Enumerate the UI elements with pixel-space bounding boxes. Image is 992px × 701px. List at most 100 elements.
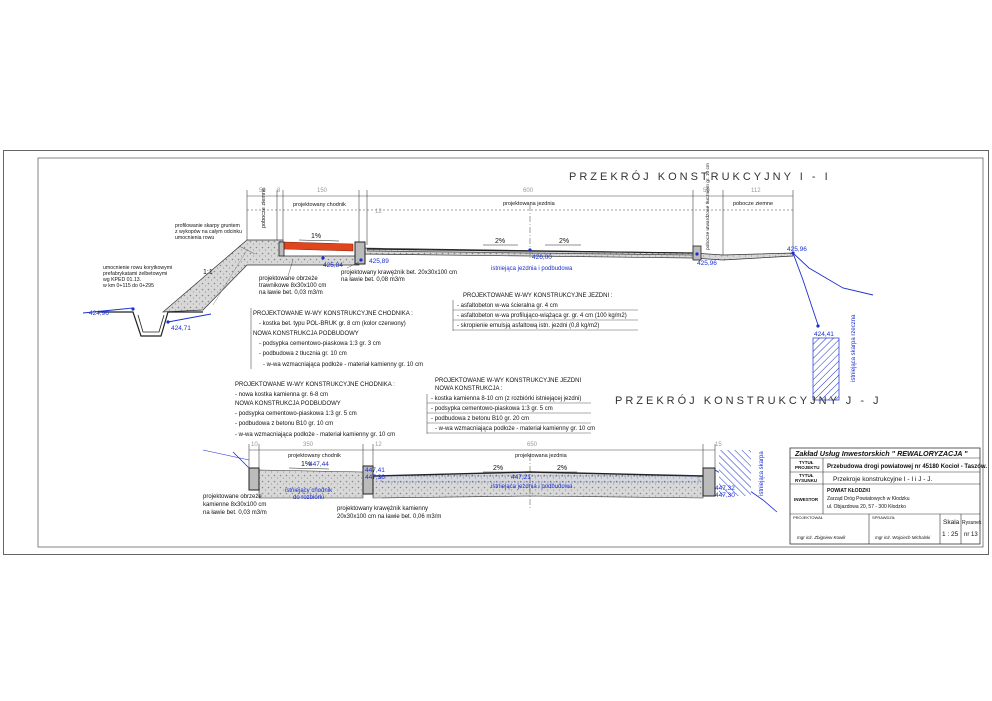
pct-ii-right: 2% (559, 238, 569, 245)
dim-jj-4: 650 (527, 442, 538, 448)
dim-jj-5: 15 (715, 442, 722, 448)
section-ii-title: PRZEKRÓJ KONSTRUKCYJNY I - I (569, 170, 831, 183)
dim-ii-5: 600 (523, 188, 534, 194)
hatched-bank-jj (719, 450, 751, 496)
tb-inwestor-label: INWESTOR (794, 497, 819, 502)
level-jj-4: 447,21 (511, 474, 531, 481)
dim-jj-1: 10 (251, 442, 258, 448)
spec-jj-jezdnia-1: - kostka kamienna 8-10 cm (z rozbiórki i… (431, 396, 581, 402)
tb-projektowal: mgr inż. Zbigniew Kowik (797, 535, 846, 540)
pct-jj-right: 2% (557, 465, 567, 472)
note-ii-umocnienie-4: w km 0+115 do 0+295 (103, 283, 154, 289)
dim-ii-7: 112 (751, 188, 761, 194)
tb-company: Zakład Usług Inwestorskich " REWALORYZAC… (794, 449, 968, 458)
note-ii-profilowanie-1: profilowanie skarpy gruntem (175, 223, 240, 229)
dim-ii-6: 50 (703, 188, 710, 194)
note-ii-istn-jezdnia: istniejąca jezdnia i podbudowa (491, 266, 573, 272)
spec-jj-jezdnia-2: - podsypka cementowo-piaskowa 1:3 gr. 5 … (431, 406, 553, 412)
note-jj-obrzeze-2: kamienne 8x30x100 cm (203, 502, 266, 508)
note-jj-istn-chodnik-1: istniejący chodnik (285, 488, 333, 494)
level-jj-6: 447,30 (715, 492, 735, 499)
level-jj-2: 447,41 (365, 467, 385, 474)
label-jj-chodnik: projektowany chodnik (288, 453, 341, 459)
spec-jj-jezdnia-subtitle: NOWA KONSTRUKCJA : (435, 386, 503, 392)
tb-skala: 1 : 25 (942, 531, 959, 538)
tb-sprawdzil-label: SPRAWDZIŁ (872, 515, 896, 520)
dim-ii-2: 8 (277, 188, 281, 194)
note-ii-obrzeze-2: trawnikowe 8x30x100 cm (259, 283, 326, 289)
spec-jj-chodnik-3: - podsypka cementowo-piaskowa 1:3 gr. 5 … (235, 411, 357, 417)
dim-jj-3: 12 (375, 442, 382, 448)
dim-jj-2: 350 (303, 442, 314, 448)
note-ii-obrzeze-3: na ławie bet. 0,03 m3/m (259, 290, 323, 296)
level-ii-4: 425,89 (369, 258, 389, 265)
level-ii-5: 426,00 (532, 254, 552, 261)
note-ii-kraweznik-1: projektowany krawężnik bet. 20x30x100 cm (341, 270, 457, 276)
level-ii-6: 425,96 (697, 260, 717, 267)
note-jj-kraweznik-2: 20x30x100 cm na ławie bet. 0,06 m3/m (337, 514, 441, 520)
spec-chodnik-ii: PROJEKTOWANE W-WY KONSTRUKCYJNE CHODNIKA… (250, 308, 423, 369)
note-ii-umocnienie-1: umocnienie rowu korytkowymi (103, 265, 172, 271)
dim-ii-3: 150 (317, 188, 328, 194)
tb-tytul-projektu-label-1: TYTUŁ (799, 460, 814, 465)
level-ii-2: 424,71 (171, 325, 191, 332)
note-ii-profilowanie-2: z wykopów na całym odcinku (175, 229, 242, 235)
spec-jj-chodnik-1: - nowa kostka kamienna gr. 6-8 cm (235, 392, 328, 398)
label-ii-pobocze-left: pobocze ziemne (261, 188, 267, 228)
note-ii-slope: 1:1 (203, 269, 213, 276)
spec-jj-chodnik-5: - w-wa wzmacniająca podłoże - materiał k… (235, 432, 395, 438)
spec-jezdnia-jj: PROJEKTOWANE W-WY KONSTRUKCYJNE JEZDNI N… (426, 378, 595, 434)
spec-ii-jezdnia-3: - skropienie emulsją asfaltową istn. jez… (457, 323, 599, 329)
tb-rysunek-label: Rysunek (962, 520, 982, 526)
spec-jj-jezdnia-title: PROJEKTOWANE W-WY KONSTRUKCYJNE JEZDNI (435, 378, 581, 384)
drawing-sheet: PRZEKRÓJ KONSTRUKCYJNY I - I 50 8 150 12… (3, 150, 989, 555)
dim-ii-1: 50 (259, 188, 266, 194)
spec-ii-chodnik-4: - podbudowa z tłucznia gr. 10 cm (259, 351, 347, 357)
spec-ii-chodnik-3: - podsypka cementowo-piaskowa 1:3 gr. 3 … (259, 341, 381, 347)
pct-jj-chodnik: 1% (301, 461, 311, 468)
spec-chodnik-jj: PROJEKTOWANE W-WY KONSTRUKCYJNE CHODNIKA… (235, 382, 395, 438)
tb-tytul-projektu-label-2: PROJEKTU (795, 465, 820, 470)
note-ii-skarpa: istniejąca skarpa rzeczna (851, 314, 857, 382)
pct-ii-left: 2% (495, 238, 505, 245)
spec-jj-jezdnia-3: - podbudowa z betonu B10 gr. 20 cm (431, 416, 529, 422)
label-ii-pobocze-utw: pobocze utwardzone tłuczniem gr. 10 cm (705, 163, 711, 250)
tb-sprawdzil: mgr inż. Wojciech Michalski (875, 535, 931, 540)
level-jj-1: 447,44 (309, 461, 329, 468)
pct-ii-chodnik: 1% (311, 233, 321, 240)
label-jj-jezdnia: projektowana jezdnia (515, 453, 568, 459)
section-jj-title: PRZEKRÓJ KONSTRUKCYJNY J - J (615, 394, 882, 407)
dimension-chain-ii (246, 190, 794, 260)
level-ii-8: 424,41 (814, 331, 834, 338)
spec-jezdnia-ii: PROJEKTOWANE W-WY KONSTRUKCYJNE JEZDNI :… (452, 293, 638, 331)
tb-tytul-rysunku-label-1: TYTUŁ (799, 473, 814, 478)
spec-jj-chodnik-2: NOWA KONSTRUKCJA PODBUDOWY (235, 401, 341, 407)
tb-rysunek: nr 13 (964, 532, 978, 538)
level-jj-3: 447,36 (365, 474, 385, 481)
spec-ii-jezdnia-1: - asfaltobeton w-wa ścieralna gr. 4 cm (457, 303, 558, 309)
note-ii-umocnienie-3: wg KPED 01.13. (103, 277, 141, 283)
profile-jj (202, 449, 778, 513)
tb-inwestor-3: ul. Objazdowa 20, 57 - 300 Kłodzko (827, 504, 906, 510)
note-ii-umocnienie-2: prefabrykatami żelbetowymi (103, 271, 167, 277)
note-jj-obrzeze-1: projektowane obrzeże (203, 494, 262, 500)
level-ii-3: 425,84 (323, 262, 343, 269)
note-ii-profilowanie-3: umocnienia rowu (175, 235, 214, 241)
spec-jj-chodnik-title: PROJEKTOWANE W-WY KONSTRUKCYJNE CHODNIKA… (235, 382, 395, 388)
dimension-labels-ii: 50 8 150 12 600 50 112 (259, 188, 761, 215)
hatched-bank-ii (812, 337, 840, 401)
note-jj-obrzeze-3: na ławie bet. 0,03 m3/m (203, 510, 267, 516)
spec-ii-jezdnia-2: - asfaltobeton w-wa profilująco-wiążąca … (457, 313, 627, 319)
note-jj-skarpa: istniejąca skarpa (759, 451, 765, 496)
tb-tytul-rysunku: Przekroje konstrukcyjne I - I i J - J. (833, 476, 933, 483)
spec-ii-chodnik-1: - kostka bet. typu POL-BRUK gr. 8 cm (ko… (259, 321, 406, 327)
note-jj-kraweznik-1: projektowany krawężnik kamienny (337, 506, 428, 512)
spec-ii-jezdnia-title: PROJEKTOWANE W-WY KONSTRUKCYJNE JEZDNI : (463, 293, 613, 299)
level-ii-1: 424,96 (89, 310, 109, 317)
level-ii-7: 425,96 (787, 246, 807, 253)
tb-skala-label: Skala (943, 519, 960, 526)
drawing-svg: PRZEKRÓJ KONSTRUKCYJNY I - I 50 8 150 12… (3, 150, 989, 555)
spec-jj-chodnik-4: - podbudowa z betonu B10 gr. 10 cm (235, 421, 333, 427)
note-ii-kraweznik-2: na ławie bet. 0,08 m3/m (341, 277, 405, 283)
tb-tytul-rysunku-label-2: RYSUNKU (795, 478, 817, 483)
